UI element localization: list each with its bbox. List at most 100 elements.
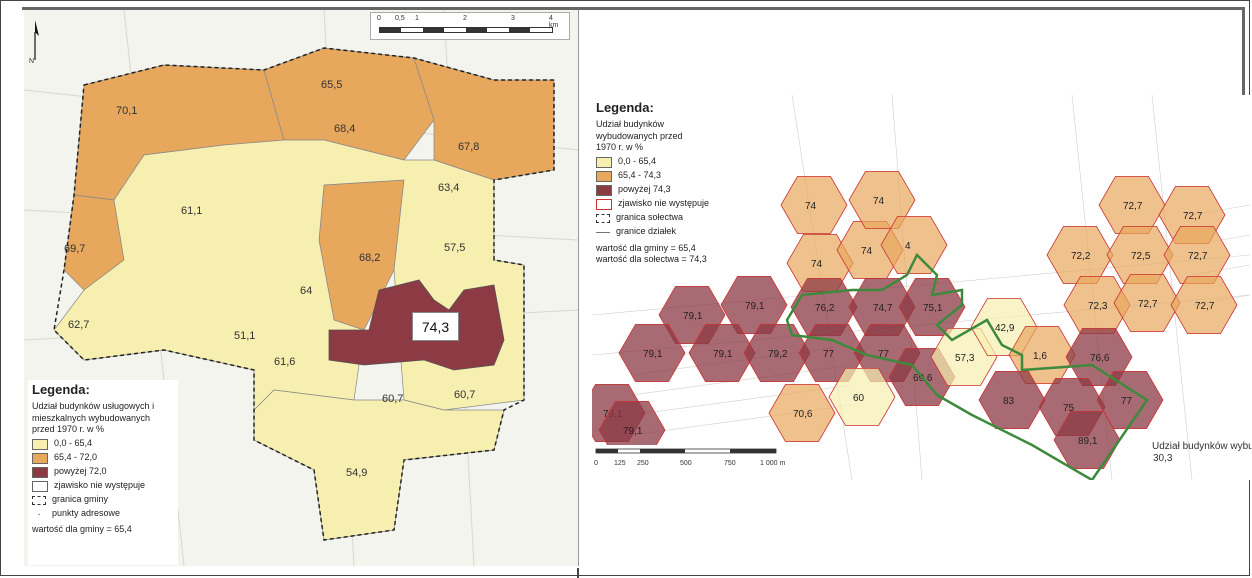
scale-tick-label: 250: [637, 460, 649, 467]
hex-value-label: 42,9: [995, 323, 1015, 334]
value-label: 64: [300, 285, 312, 297]
legend-subtitle: Udział budynków wybudowanych przed 1970 …: [596, 119, 683, 152]
legend-item-label: granica sołectwa: [616, 212, 684, 223]
legend-item: zjawisko nie występuje: [596, 198, 737, 210]
left-legend: Legenda: Udział budynków usługowych i mi…: [28, 380, 178, 565]
legend-swatch: [32, 438, 48, 450]
dot-icon: ·: [37, 508, 41, 520]
scale-tick-label: 2: [463, 15, 467, 22]
value-label: 62,7: [68, 319, 89, 331]
legend-swatch: [32, 452, 48, 464]
legend-title: Legenda:: [32, 382, 90, 397]
hex-value-label: 72,7: [1195, 301, 1215, 312]
hex-value-label: 76,2: [815, 303, 835, 314]
scale-tick-label: 1: [415, 15, 419, 22]
divider-mark: [577, 568, 579, 578]
hex-value-label: 72,7: [1138, 299, 1158, 310]
legend-item-label: 65,4 - 74,3: [618, 170, 662, 181]
highlight-callout: 74,3: [412, 312, 459, 341]
scale-tick-label: 500: [680, 460, 692, 467]
hex-value-label: 77: [878, 349, 890, 360]
legend-swatch: [596, 198, 612, 210]
legend-swatch: [596, 184, 612, 196]
scale-tick-label: 0: [594, 460, 598, 467]
hex-value-label: 83: [1003, 396, 1015, 407]
frame-right-border: [1242, 7, 1245, 117]
hex-cell: [768, 383, 836, 443]
hex-cell: [743, 323, 811, 383]
legend-item: granica sołectwa: [596, 212, 737, 224]
hex-cell: [688, 323, 756, 383]
legend-item-label: 0,0 - 65,4: [618, 156, 657, 167]
hex-cell: [1113, 273, 1181, 333]
hex-value-label: 74: [873, 196, 885, 207]
legend-swatch: [596, 170, 612, 182]
hex-cell: [1053, 410, 1121, 470]
hex-value-label: 72,5: [1131, 251, 1151, 262]
hex-value-label: 79,1: [713, 349, 733, 360]
hex-value-label: 75,1: [923, 303, 943, 314]
north-arrow-icon: [34, 20, 39, 60]
hex-value-label: 60: [853, 393, 865, 404]
legend-swatch: [596, 156, 612, 168]
region-south: [253, 389, 505, 541]
legend-title: Legenda:: [596, 100, 654, 115]
legend-swatch: [596, 213, 610, 223]
hex-value-label: 1,6: [1033, 351, 1047, 362]
legend-item: 65,4 - 72,0: [32, 452, 174, 464]
hex-value-label: 57,3: [955, 353, 975, 364]
legend-item-label: zjawisko nie występuje: [54, 480, 146, 491]
hex-value-label: 79,1: [745, 301, 765, 312]
hex-value-label: 72,7: [1183, 211, 1203, 222]
hex-value-label: 70,6: [793, 409, 813, 420]
value-label: 63,4: [438, 182, 459, 194]
clipped-footnote-value: 30,3: [1153, 453, 1173, 464]
left-map-canvas: 65,5 70,1 68,4 67,8 63,4 69,7 61,1 68,2 …: [24, 10, 578, 566]
hex-value-label: 74: [861, 246, 873, 257]
legend-item: granice działek: [596, 226, 737, 238]
value-label: 61,1: [181, 205, 202, 217]
value-label: 57,5: [444, 242, 465, 254]
hex-value-label: 79,2: [768, 349, 788, 360]
scale-tick-label: 3: [511, 15, 515, 22]
value-label: 61,6: [274, 356, 295, 368]
hex-value-label: 75: [1063, 403, 1075, 414]
frame-top-border: [22, 7, 1244, 10]
legend-swatch: [32, 480, 48, 492]
hex-value-label: 76,6: [1090, 353, 1110, 364]
scale-tick-label: 750: [724, 460, 736, 467]
hex-cell: [780, 176, 848, 235]
legend-item: powyżej 74,3: [596, 184, 737, 196]
legend-item: 65,4 - 74,3: [596, 170, 737, 182]
left-map-panel: 65,5 70,1 68,4 67,8 63,4 69,7 61,1 68,2 …: [24, 10, 579, 566]
north-arrow: N: [28, 18, 42, 70]
value-label: 67,8: [458, 141, 479, 153]
legend-item: 0,0 - 65,4: [596, 156, 737, 168]
hex-value-label: 74,7: [873, 303, 893, 314]
hex-cell: [880, 216, 948, 275]
hex-value-label: 72,2: [1071, 251, 1091, 262]
north-label: N: [29, 58, 35, 65]
legend-item-label: punkty adresowe: [52, 508, 121, 519]
right-scale-bar: 0 125 250 500 750 1 000 m: [592, 445, 785, 480]
value-label: 51,1: [234, 330, 255, 342]
hex-value-label: 74: [805, 201, 817, 212]
hex-cell: [828, 367, 896, 427]
hex-value-label: 79,1: [623, 426, 643, 437]
right-legend: Legenda: Udział budynków wybudowanych pr…: [594, 98, 739, 274]
legend-item-label: zjawisko nie występuje: [618, 198, 710, 209]
scale-tick-label: 0: [377, 15, 381, 22]
legend-swatch: [32, 466, 48, 478]
legend-item: powyżej 72,0: [32, 466, 174, 478]
scale-tick-label: 0,5: [395, 15, 405, 22]
legend-item: granica gminy: [32, 494, 174, 506]
legend-item-label: 65,4 - 72,0: [54, 452, 98, 463]
value-label: 60,7: [454, 389, 475, 401]
scale-bar-graphic: [379, 27, 553, 33]
legend-item-label: granica gminy: [52, 494, 109, 505]
municipal-boundary: [53, 47, 555, 541]
village-boundary: [785, 252, 1149, 480]
